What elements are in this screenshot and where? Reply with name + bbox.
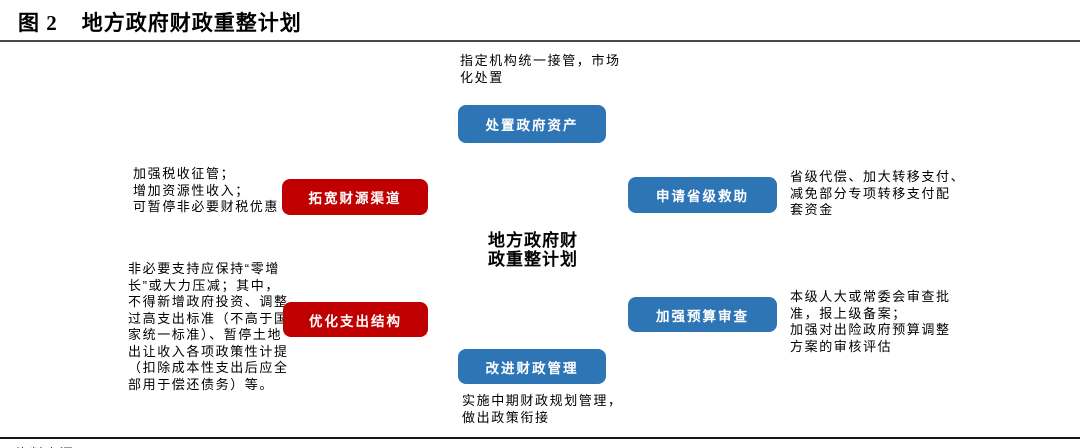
box-strengthen-budget-review: 加强预算审查 bbox=[628, 297, 777, 332]
center-plan-label: 地方政府财 政重整计划 bbox=[488, 231, 578, 269]
box-label: 申请省级救助 bbox=[656, 189, 749, 204]
box-improve-fiscal-management: 改进财政管理 bbox=[458, 349, 606, 384]
box-optimize-expenditure-structure: 优化支出结构 bbox=[283, 302, 428, 337]
figure-title: 图 2 地方政府财政重整计划 bbox=[18, 7, 302, 37]
note-dispose-assets: 指定机构统一接管，市场 化处置 bbox=[460, 53, 621, 85]
note-provincial-aid: 省级代偿、加大转移支付、 减免部分专项转移支付配 套资金 bbox=[790, 169, 966, 217]
box-label: 优化支出结构 bbox=[309, 313, 402, 329]
box-dispose-government-assets: 处置政府资产 bbox=[458, 105, 606, 143]
figure-title-text: 地方政府财政重整计划 bbox=[81, 11, 302, 35]
box-label: 处置政府资产 bbox=[485, 118, 579, 133]
note-optimize-expenditure: 非必要支持应保持“零增 长”或大力压减；其中， 不得新增政府投资、调整 过高支出… bbox=[128, 261, 289, 392]
note-fiscal-management: 实施中期财政规划管理， 做出政策衔接 bbox=[462, 393, 623, 425]
box-label: 改进财政管理 bbox=[485, 360, 579, 376]
figure-number-label: 图 2 bbox=[18, 11, 58, 35]
bottom-divider-rule bbox=[0, 437, 1080, 439]
source-line-cutoff: 资料来源： bbox=[16, 443, 416, 448]
top-divider-rule bbox=[0, 40, 1080, 42]
box-label: 加强预算审查 bbox=[656, 308, 749, 324]
box-label: 拓宽财源渠道 bbox=[308, 191, 402, 206]
note-expand-revenue: 加强税收征管； 增加资源性收入； 可暂停非必要财税优惠 bbox=[133, 166, 280, 214]
box-apply-provincial-aid: 申请省级救助 bbox=[628, 177, 777, 213]
note-budget-review: 本级人大或常委会审查批 准，报上级备案； 加强对出险政府预算调整 方案的审核评估 bbox=[790, 289, 951, 354]
box-expand-revenue-channels: 拓宽财源渠道 bbox=[282, 179, 428, 215]
